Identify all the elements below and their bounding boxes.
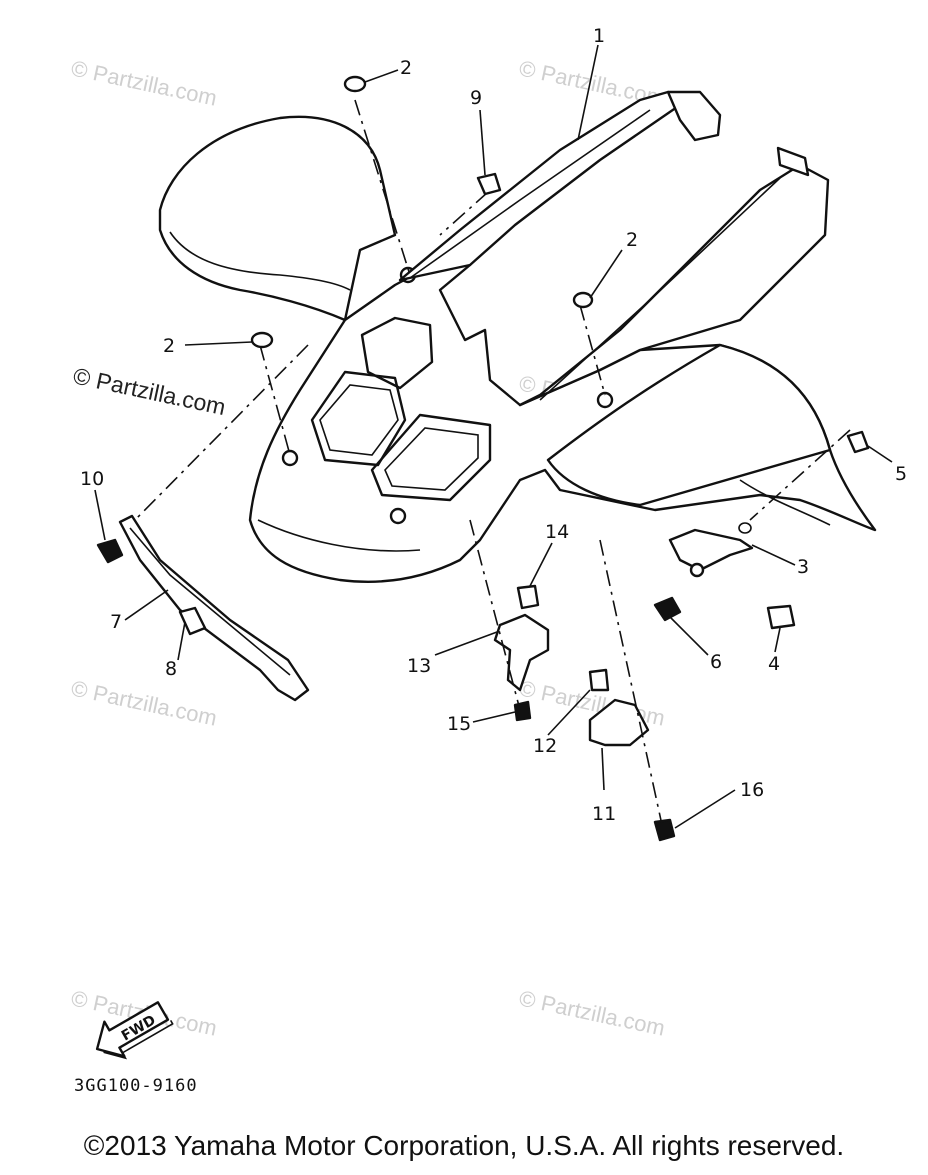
reflector-bracket <box>668 528 754 572</box>
callout-14: 14 <box>545 521 569 543</box>
watermark: © Partzilla.com <box>69 55 219 110</box>
callout-7: 7 <box>110 611 122 633</box>
bolt-12 <box>588 668 610 692</box>
callout-4: 4 <box>768 653 780 675</box>
callout-9: 9 <box>470 87 482 109</box>
bracket-11 <box>588 698 650 747</box>
callout-numbers: 1 2 9 2 2 10 5 3 14 7 8 13 6 4 15 12 11 … <box>80 25 907 825</box>
bolt-8 <box>178 606 207 636</box>
callout-15: 15 <box>447 713 471 735</box>
screw-2b <box>250 331 274 349</box>
callout-5: 5 <box>895 463 907 485</box>
brackets <box>493 528 754 747</box>
screw-2a <box>343 75 367 93</box>
callout-13: 13 <box>407 655 431 677</box>
bolt-14 <box>516 584 540 610</box>
nut-10 <box>96 538 124 564</box>
watermark-dark: © Partzilla.com <box>71 362 228 420</box>
watermark: © Partzilla.com <box>517 985 667 1040</box>
watermark: © Partzilla.com <box>69 675 219 730</box>
stay-bar <box>118 514 310 702</box>
leader-lines <box>134 99 851 826</box>
callout-8: 8 <box>165 658 177 680</box>
callout-10: 10 <box>80 468 104 490</box>
callout-12: 12 <box>533 735 557 757</box>
washer-3 <box>738 522 752 534</box>
diagram-code: 3GG100-9160 <box>74 1076 198 1096</box>
bolt-4 <box>766 604 796 630</box>
bolt-9 <box>476 172 502 196</box>
callout-leaders <box>94 44 893 829</box>
nut-16 <box>653 818 676 842</box>
fasteners <box>96 75 870 842</box>
callout-2: 2 <box>626 229 638 251</box>
callout-16: 16 <box>740 779 764 801</box>
grab-bar <box>398 90 722 282</box>
callout-3: 3 <box>797 556 809 578</box>
callout-6: 6 <box>710 651 722 673</box>
callout-2: 2 <box>163 335 175 357</box>
rear-fender <box>158 115 877 583</box>
callout-1: 1 <box>593 25 605 47</box>
callout-11: 11 <box>592 803 616 825</box>
nut-6 <box>653 596 682 622</box>
callout-2: 2 <box>400 57 412 79</box>
copyright-notice: ©2013 Yamaha Motor Corporation, U.S.A. A… <box>83 1130 845 1161</box>
nut-15 <box>513 700 532 722</box>
screw-2c <box>572 291 594 309</box>
bolt-5 <box>846 430 870 454</box>
